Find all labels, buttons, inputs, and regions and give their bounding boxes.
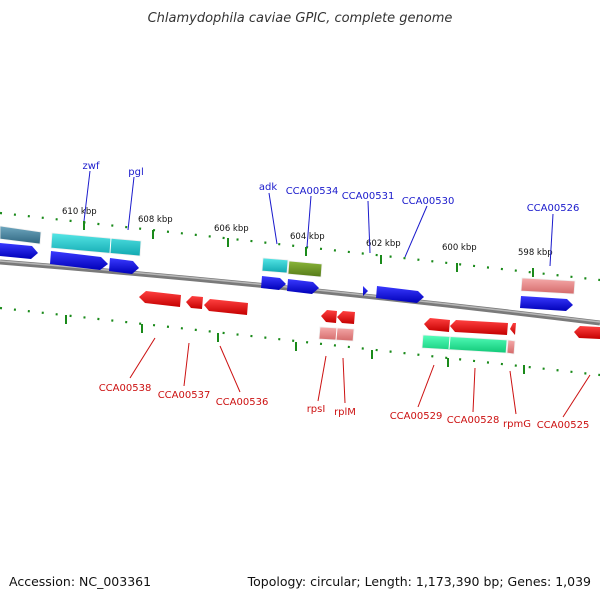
leader-line: [219, 345, 241, 393]
forward-gene[interactable]: [0, 243, 38, 259]
gene-label-cca00537[interactable]: CCA00537: [158, 390, 211, 401]
leader-line: [306, 195, 312, 248]
reverse-gene-cca00538[interactable]: [139, 291, 181, 307]
upper-major-ticks: [83, 221, 534, 277]
genome-summary-text: Topology: circular; Length: 1,173,390 bp…: [247, 574, 591, 589]
leader-line: [83, 170, 91, 222]
forward-gene-cca00530[interactable]: [376, 286, 424, 303]
gene-label-cca00531[interactable]: CCA00531: [342, 191, 395, 202]
leader-line: [129, 337, 156, 379]
reverse-gene-cca00536[interactable]: [204, 299, 248, 315]
reverse-gene-rplm[interactable]: [337, 311, 355, 324]
gene-label-zwf[interactable]: zwf: [83, 161, 100, 172]
reverse-gene-rpmg[interactable]: [510, 323, 516, 335]
feature-divider: [109, 237, 112, 254]
leader-line: [183, 342, 190, 387]
map-title: Chlamydophila caviae GPIC, complete geno…: [148, 11, 453, 26]
leader-line: [509, 370, 517, 415]
tick-label: 606 kbp: [214, 224, 249, 234]
reverse-gene-rpsi[interactable]: [321, 310, 337, 323]
leader-line: [342, 357, 346, 404]
forward-gene-pgl[interactable]: [109, 258, 139, 274]
feature-divider: [335, 327, 338, 341]
leader-line: [562, 374, 591, 418]
gene-label-rpmg[interactable]: rpmG: [503, 419, 531, 430]
gene-label-cca00526[interactable]: CCA00526: [527, 203, 580, 214]
leader-line: [417, 364, 435, 408]
feature-block-rpmg[interactable]: [506, 339, 516, 355]
reverse-gene-cca00537[interactable]: [186, 296, 203, 309]
forward-gene-cca00526[interactable]: [520, 296, 573, 311]
accession-text: Accession: NC_003361: [9, 574, 151, 589]
gene-label-rpsi[interactable]: rpsI: [307, 404, 326, 415]
bottom-label-leaders: [129, 337, 591, 418]
reverse-gene-cca00528[interactable]: [450, 320, 508, 335]
leader-line: [404, 205, 428, 258]
tick-label: 598 kbp: [518, 248, 553, 258]
leader-line: [127, 176, 135, 231]
leader-line: [317, 355, 327, 402]
leader-line: [472, 367, 476, 413]
lower-major-ticks: [65, 315, 525, 374]
gene-label-cca00538[interactable]: CCA00538: [99, 383, 152, 394]
gene-label-cca00536[interactable]: CCA00536: [216, 397, 269, 408]
leader-line: [367, 200, 371, 254]
reverse-gene-cca00529[interactable]: [424, 318, 450, 332]
gene-label-cca00529[interactable]: CCA00529: [390, 411, 443, 422]
gene-label-adk[interactable]: adk: [259, 182, 277, 193]
leader-line: [268, 192, 278, 245]
gene-label-cca00530[interactable]: CCA00530: [402, 196, 455, 207]
feature-block-cca00529-cca00528[interactable]: [421, 334, 508, 354]
feature-block-cca00534[interactable]: [287, 260, 323, 278]
reverse-gene-cca00525[interactable]: [574, 326, 600, 339]
tick-label: 600 kbp: [442, 243, 477, 253]
gene-label-rplm[interactable]: rplM: [334, 407, 356, 418]
gene-label-cca00534[interactable]: CCA00534: [286, 186, 339, 197]
gene-label-pgl[interactable]: pgl: [128, 167, 143, 178]
forward-gene-zwf[interactable]: [50, 251, 108, 270]
feature-block-zwf-pgl[interactable]: [50, 232, 142, 257]
feature-block-cca00526[interactable]: [520, 277, 576, 295]
tick-label: 610 kbp: [62, 207, 97, 217]
forward-gene-cca00534[interactable]: [287, 279, 319, 294]
top-label-leaders: [83, 170, 554, 267]
tick-label: 608 kbp: [138, 215, 173, 225]
forward-gene-cca00531[interactable]: [363, 286, 368, 296]
forward-gene-adk[interactable]: [261, 276, 286, 290]
tick-label: 602 kbp: [366, 239, 401, 249]
gene-label-cca00525[interactable]: CCA00525: [537, 420, 590, 431]
leader-line: [549, 213, 554, 267]
gene-label-cca00528[interactable]: CCA00528: [447, 415, 500, 426]
feature-block-adk[interactable]: [261, 257, 289, 274]
feature-block[interactable]: [0, 225, 42, 245]
feature-divider: [448, 336, 451, 350]
